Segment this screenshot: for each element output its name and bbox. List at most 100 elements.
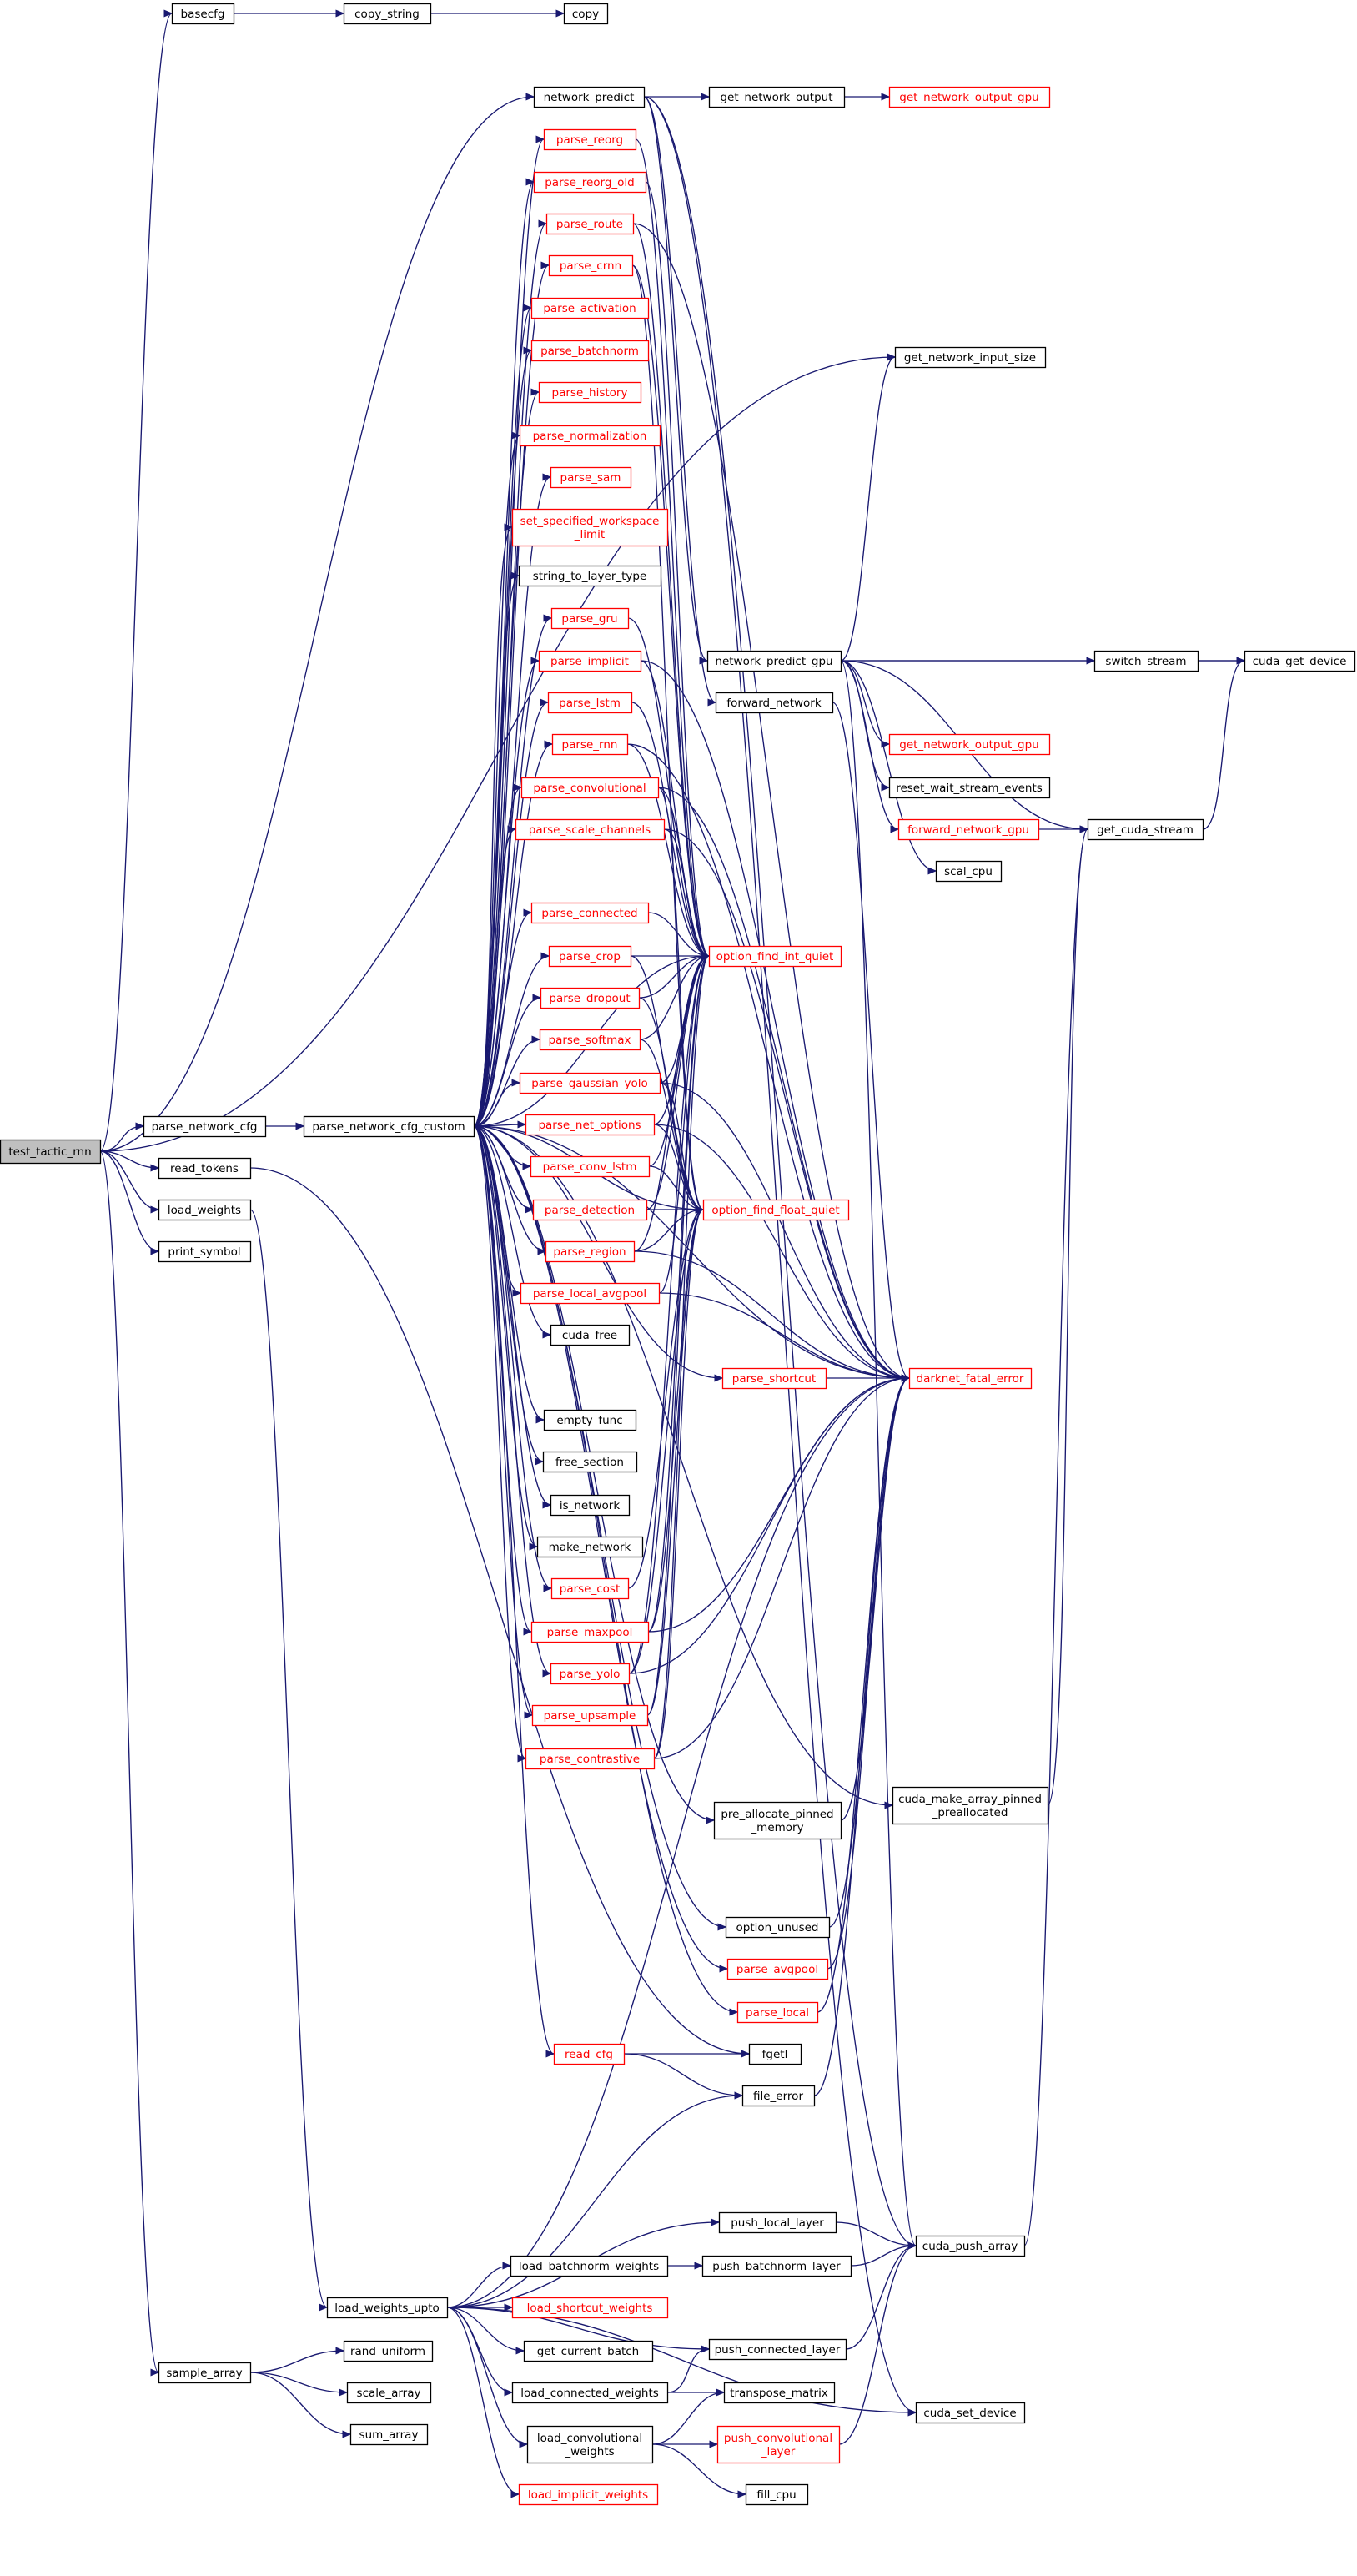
- node-parse-history[interactable]: parse_history: [538, 381, 642, 404]
- node-option-unused[interactable]: option_unused: [725, 1916, 831, 1939]
- node-get-current-batch[interactable]: get_current_batch: [523, 2340, 654, 2362]
- node-parse-gru[interactable]: parse_gru: [550, 607, 630, 630]
- arrowhead: [881, 783, 891, 792]
- node-parse-route[interactable]: parse_route: [545, 213, 635, 235]
- node-sum-array[interactable]: sum_array: [349, 2423, 429, 2446]
- node-test-tactic-rnn[interactable]: test_tactic_rnn: [0, 1139, 102, 1165]
- node-get-network-output-gpu2[interactable]: get_network_output_gpu: [888, 733, 1051, 756]
- node-label: read_cfg: [565, 2048, 613, 2061]
- edge-parse_network_cfg_custom-to-pre_allocate_pinned_memory: [473, 1125, 715, 1821]
- node-parse-avgpool[interactable]: parse_avgpool: [726, 1958, 829, 1980]
- node-load-shortcut-weights[interactable]: load_shortcut_weights: [511, 2297, 669, 2319]
- node-sample-array[interactable]: sample_array: [158, 2362, 252, 2384]
- node-parse-local-avgpool[interactable]: parse_local_avgpool: [520, 1282, 661, 1305]
- node-rand-uniform[interactable]: rand_uniform: [343, 2340, 434, 2362]
- node-scale-array[interactable]: scale_array: [346, 2382, 432, 2404]
- node-parse-conv-lstm[interactable]: parse_conv_lstm: [530, 1155, 651, 1178]
- node-parse-gaussian-yolo[interactable]: parse_gaussian_yolo: [519, 1072, 661, 1094]
- node-empty-func[interactable]: empty_func: [543, 1409, 637, 1431]
- node-read-tokens[interactable]: read_tokens: [158, 1157, 252, 1180]
- node-box: [550, 466, 632, 489]
- node-option-find-int-quiet[interactable]: option_find_int_quiet: [708, 945, 842, 968]
- node-parse-crnn[interactable]: parse_crnn: [548, 254, 634, 277]
- node-forward-network[interactable]: forward_network: [715, 692, 834, 714]
- node-cuda-make-array-pinned-preallocated[interactable]: cuda_make_array_pinned_preallocated: [892, 1786, 1049, 1825]
- node-reset-wait-stream-events[interactable]: reset_wait_stream_events: [888, 777, 1051, 799]
- node-parse-net-options[interactable]: parse_net_options: [525, 1114, 656, 1136]
- node-transpose-matrix[interactable]: transpose_matrix: [723, 2382, 836, 2404]
- node-cuda-free[interactable]: cuda_free: [550, 1324, 631, 1346]
- node-push-connected-layer[interactable]: push_connected_layer: [708, 2338, 847, 2361]
- node-copy-string[interactable]: copy_string: [343, 3, 432, 25]
- node-file-error[interactable]: file_error: [741, 2085, 816, 2107]
- node-load-implicit-weights[interactable]: load_implicit_weights: [518, 2483, 659, 2506]
- node-label: parse_avgpool: [736, 1963, 818, 1976]
- node-parse-reorg-old[interactable]: parse_reorg_old: [533, 171, 647, 194]
- node-parse-region[interactable]: parse_region: [545, 1240, 636, 1263]
- node-pre-allocate-pinned-memory[interactable]: pre_allocate_pinned_memory: [713, 1801, 842, 1840]
- node-fgetl[interactable]: fgetl: [748, 2043, 802, 2065]
- node-cuda-set-device[interactable]: cuda_set_device: [915, 2402, 1026, 2424]
- node-get-network-output[interactable]: get_network_output: [708, 86, 846, 108]
- node-parse-convolutional[interactable]: parse_convolutional: [520, 777, 660, 799]
- node-cuda-get-device[interactable]: cuda_get_device: [1244, 650, 1356, 672]
- node-switch-stream[interactable]: switch_stream: [1093, 650, 1199, 672]
- node-parse-scale-channels[interactable]: parse_scale_channels: [515, 818, 666, 841]
- edge-parse_region-to-option_find_int_quiet: [633, 955, 710, 1252]
- node-string-to-layer-type[interactable]: string_to_layer_type: [518, 565, 662, 587]
- node-push-batchnorm-layer[interactable]: push_batchnorm_layer: [701, 2255, 852, 2277]
- node-push-local-layer[interactable]: push_local_layer: [718, 2211, 837, 2234]
- node-parse-network-cfg-custom[interactable]: parse_network_cfg_custom: [303, 1115, 475, 1138]
- node-load-connected-weights[interactable]: load_connected_weights: [511, 2382, 669, 2404]
- node-label: push_connected_layer: [715, 2343, 841, 2357]
- node-parse-sam[interactable]: parse_sam: [550, 466, 632, 489]
- node-fill-cpu[interactable]: fill_cpu: [745, 2483, 809, 2506]
- node-parse-contrastive[interactable]: parse_contrastive: [525, 1748, 656, 1770]
- node-parse-lstm[interactable]: parse_lstm: [547, 692, 633, 714]
- node-get-network-input-size[interactable]: get_network_input_size: [894, 346, 1047, 369]
- node-parse-batchnorm[interactable]: parse_batchnorm: [530, 340, 650, 362]
- node-parse-crop[interactable]: parse_crop: [548, 945, 632, 968]
- node-parse-maxpool[interactable]: parse_maxpool: [530, 1621, 650, 1643]
- node-parse-implicit[interactable]: parse_implicit: [538, 650, 642, 672]
- node-load-weights[interactable]: load_weights: [158, 1199, 252, 1221]
- node-parse-normalization[interactable]: parse_normalization: [519, 425, 661, 447]
- node-get-cuda-stream[interactable]: get_cuda_stream: [1087, 818, 1204, 841]
- node-read-cfg[interactable]: read_cfg: [553, 2043, 626, 2065]
- node-parse-cost[interactable]: parse_cost: [550, 1577, 630, 1600]
- node-darknet-fatal-error[interactable]: darknet_fatal_error: [908, 1367, 1033, 1390]
- node-load-convolutional-weights[interactable]: load_convolutional_weights: [526, 2425, 654, 2464]
- node-scal-cpu[interactable]: scal_cpu: [935, 860, 1003, 883]
- edge-parse_contrastive-to-darknet_fatal_error: [653, 1377, 910, 1759]
- node-option-find-float-quiet[interactable]: option_find_float_quiet: [702, 1199, 850, 1221]
- node-free-section[interactable]: free_section: [542, 1451, 638, 1473]
- node-label: push_local_layer: [731, 2216, 824, 2230]
- node-make-network[interactable]: make_network: [536, 1536, 644, 1558]
- node-get-network-output-gpu[interactable]: get_network_output_gpu: [888, 86, 1051, 108]
- node-copy[interactable]: copy: [563, 3, 609, 25]
- node-network-predict-gpu[interactable]: network_predict_gpu: [706, 650, 842, 672]
- node-parse-network-cfg[interactable]: parse_network_cfg: [143, 1115, 267, 1138]
- node-forward-network-gpu[interactable]: forward_network_gpu: [897, 818, 1040, 841]
- node-parse-shortcut[interactable]: parse_shortcut: [721, 1367, 827, 1390]
- node-basecfg[interactable]: basecfg: [171, 3, 235, 25]
- node-parse-yolo[interactable]: parse_yolo: [550, 1663, 631, 1685]
- node-push-convolutional-layer[interactable]: push_convolutional_layer: [716, 2425, 841, 2464]
- node-box: [533, 86, 646, 108]
- node-set-specified-workspace-limit[interactable]: set_specified_workspace_limit: [511, 508, 669, 547]
- node-parse-rnn[interactable]: parse_rnn: [551, 733, 629, 756]
- node-is-network[interactable]: is_network: [550, 1494, 631, 1517]
- node-parse-activation[interactable]: parse_activation: [530, 297, 650, 319]
- node-load-weights-upto[interactable]: load_weights_upto: [326, 2297, 449, 2319]
- node-parse-detection[interactable]: parse_detection: [532, 1199, 648, 1221]
- node-parse-upsample[interactable]: parse_upsample: [531, 1704, 649, 1727]
- node-cuda-push-array[interactable]: cuda_push_array: [915, 2235, 1026, 2257]
- node-parse-local[interactable]: parse_local: [736, 2001, 819, 2024]
- node-parse-reorg[interactable]: parse_reorg: [543, 128, 637, 151]
- node-parse-dropout[interactable]: parse_dropout: [540, 987, 641, 1009]
- node-parse-connected[interactable]: parse_connected: [530, 902, 650, 924]
- node-print-symbol[interactable]: print_symbol: [158, 1240, 252, 1263]
- node-network-predict[interactable]: network_predict: [533, 86, 646, 108]
- node-parse-softmax[interactable]: parse_softmax: [539, 1029, 641, 1051]
- node-load-batchnorm-weights[interactable]: load_batchnorm_weights: [510, 2255, 669, 2277]
